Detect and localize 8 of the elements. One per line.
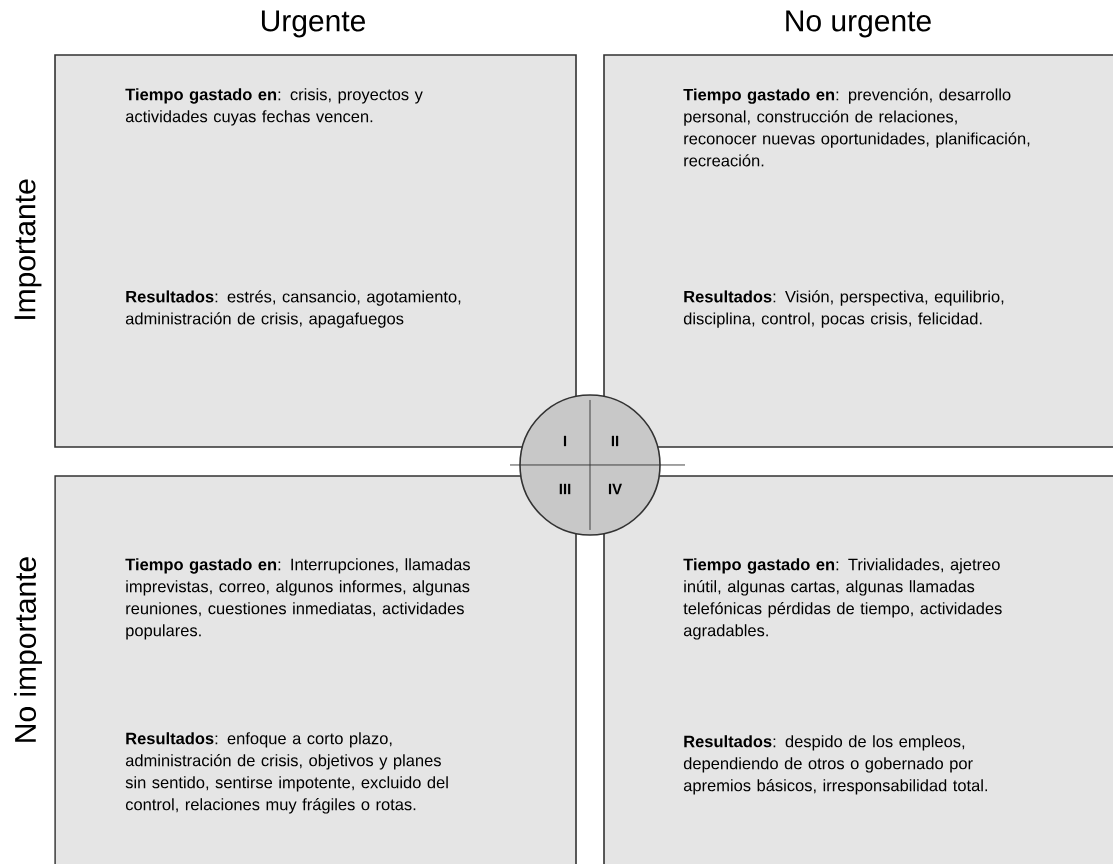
paragraph: Resultados: Visión, perspectiva, equilibrio, disciplina, control, pocas crisis, felicidad.	[683, 290, 1004, 328]
paragraph: Tiempo gastado en: Trivialidades, ajetreo inútil, algunas cartas, algunas llamadas telefónicas pérdidas de tiempo, actividades agradables.	[683, 558, 1002, 640]
paragraph: Resultados: enfoque a corto plazo, administración de crisis, objetivos y planes sin sentido, sentirse impotente, excluido del control, relaciones muy frágiles o rotas.	[125, 732, 448, 814]
paragraph: Tiempo gastado en: crisis, proyectos y actividades cuyas fechas vencen.	[125, 88, 423, 126]
paragraph: Resultados: estrés, cansancio, agotamiento, administración de crisis, apagafuegos	[125, 290, 461, 328]
paragraph: Tiempo gastado en: Interrupciones, llamadas imprevistas, correo, algunos informes, algunas reuniones, cuestiones inmediatas, actividades populares.	[125, 558, 470, 640]
paragraph: Tiempo gastado en: prevención, desarrollo personal, construcción de relaciones, reconocer nuevas oportunidades, planificación, recreación.	[683, 88, 1030, 167]
paragraph: Resultados: despido de los empleos, dependiendo de otros o gobernado por apremios básicos, irresponsabilidad total.	[683, 735, 987, 795]
